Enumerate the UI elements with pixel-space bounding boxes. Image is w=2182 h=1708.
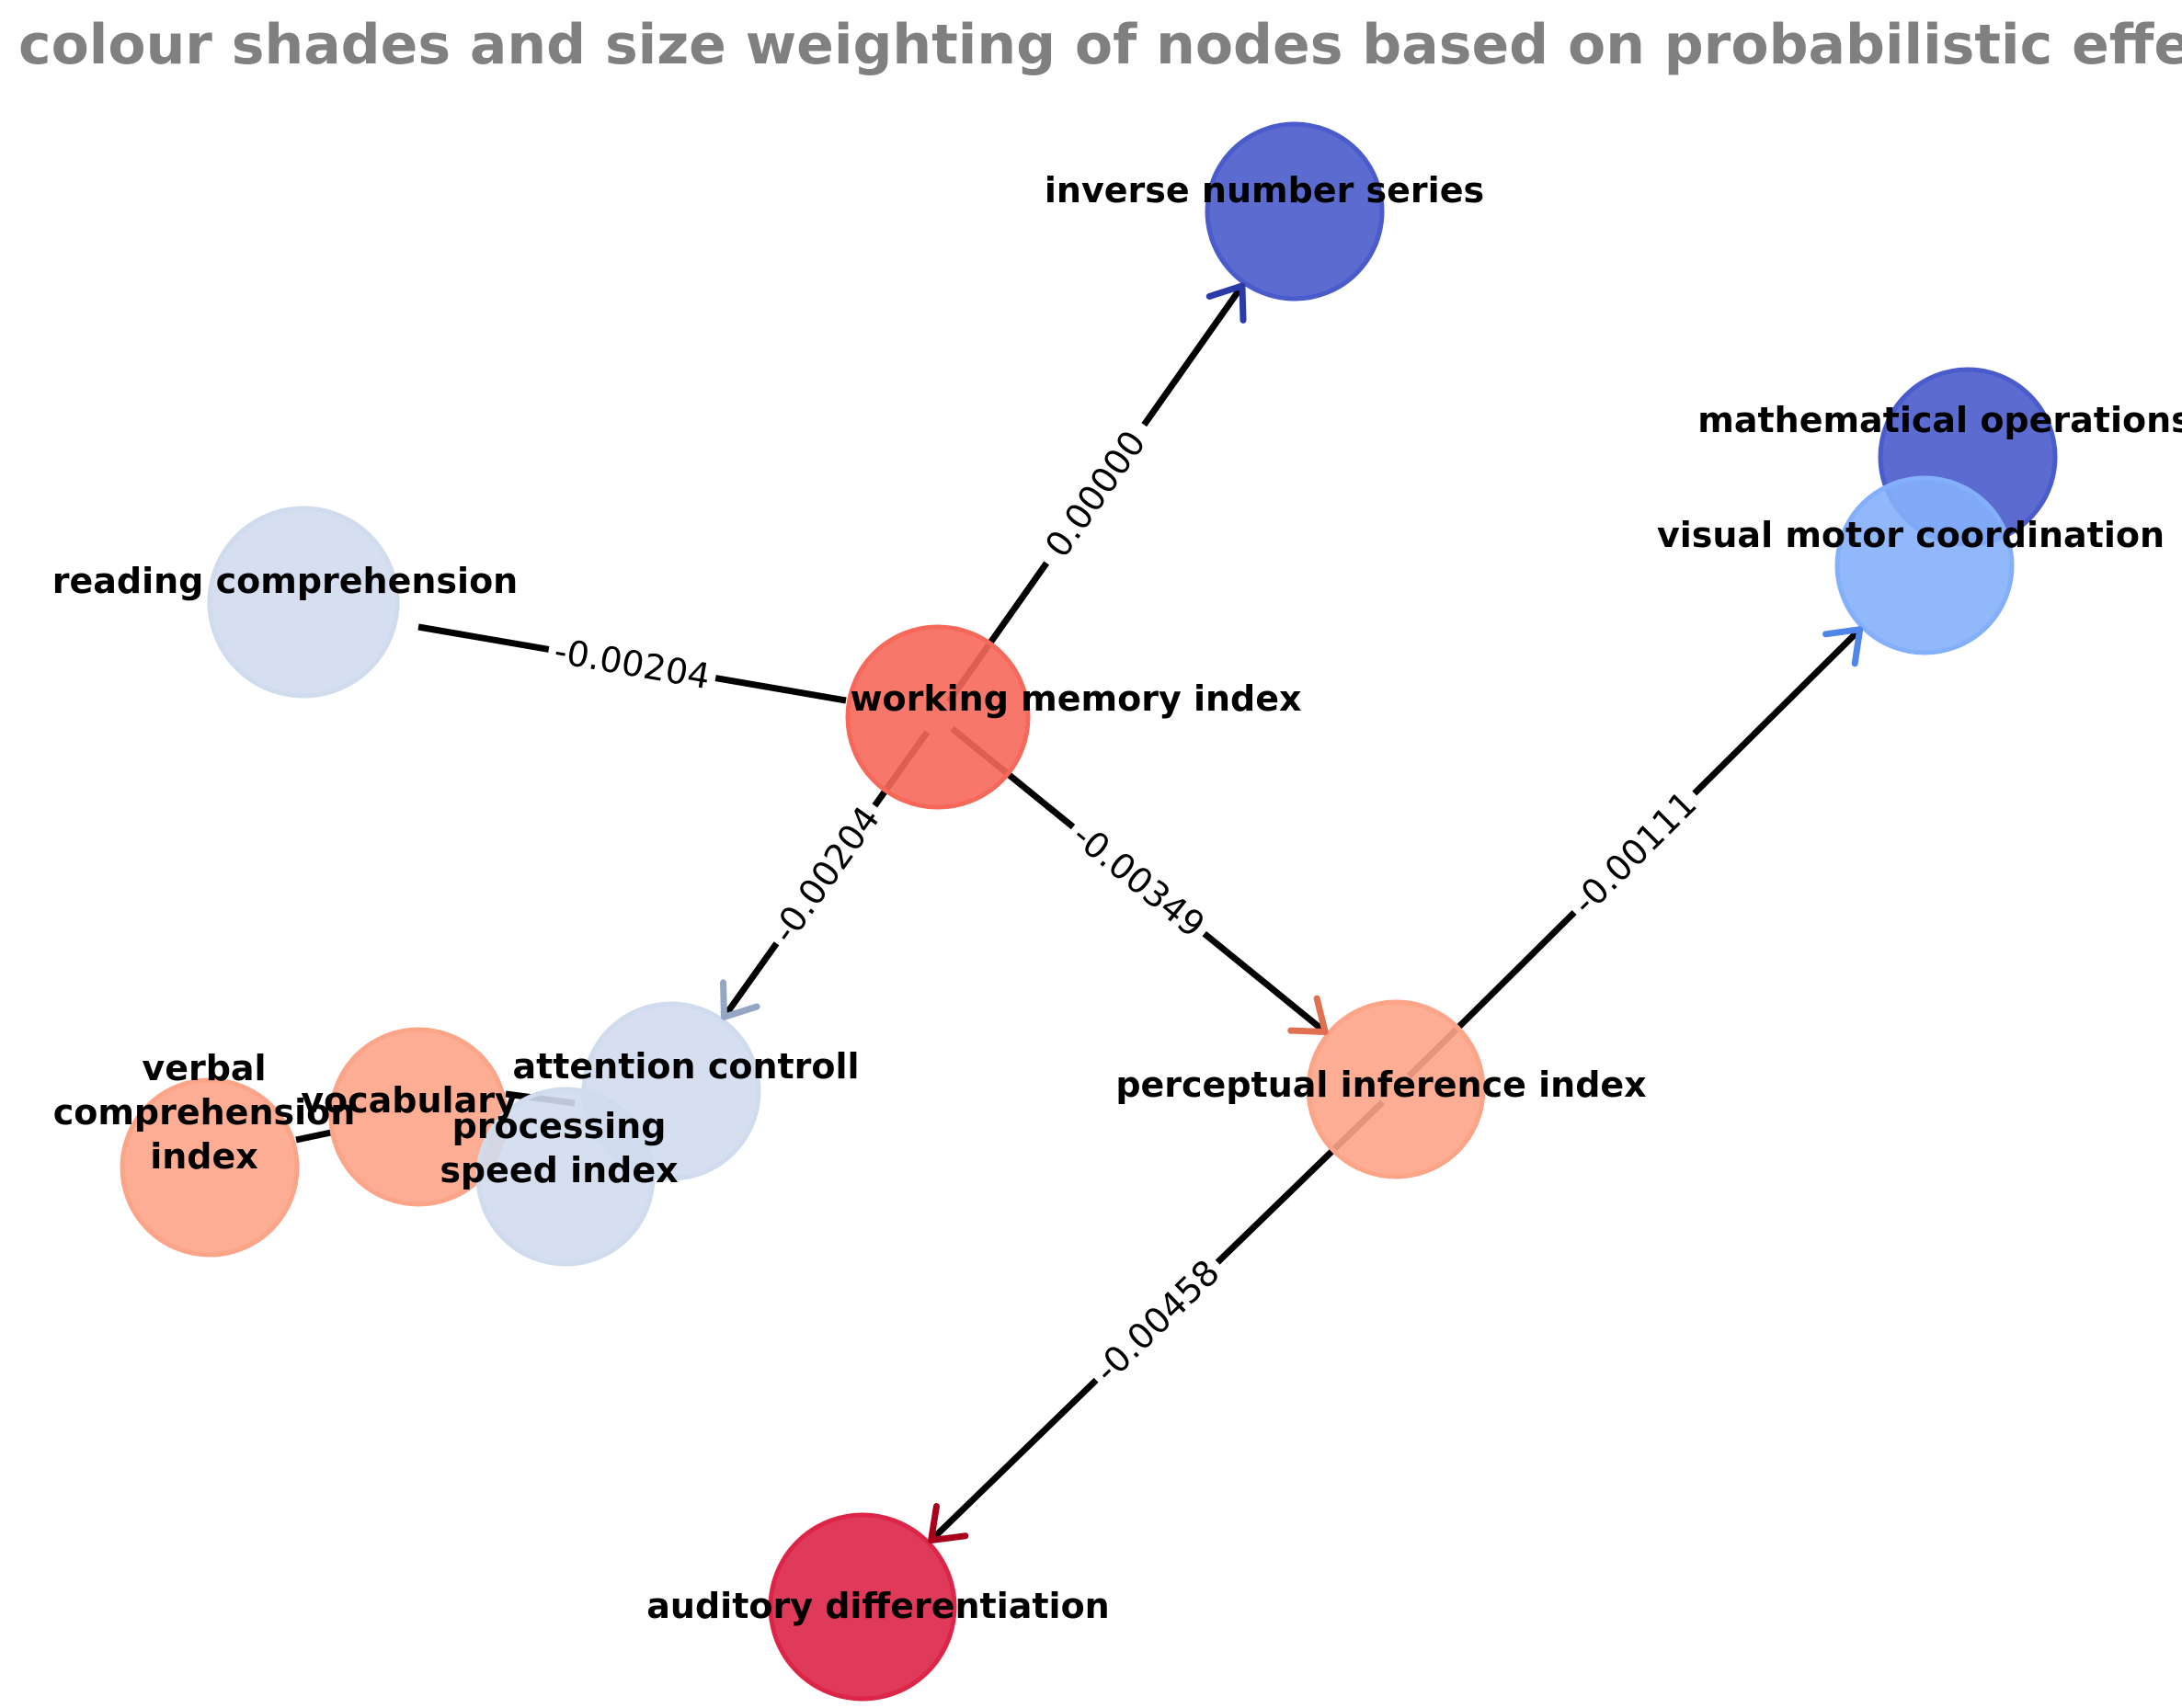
arrowhead-attention — [720, 979, 760, 1020]
node-label-auditory: auditory differentiation — [646, 1586, 1109, 1626]
labels-layer: inverse number series mathematical operat… — [52, 170, 2182, 1626]
node-label-line: working memory index — [850, 678, 1301, 719]
node-psi[interactable] — [475, 1087, 656, 1267]
edge-weight-text: -0.00349 — [1065, 815, 1212, 946]
node-visual[interactable] — [1834, 475, 2015, 655]
edge-weight-text: -0.00111 — [1564, 783, 1704, 923]
node-label-wmi: working memory index — [850, 678, 1301, 719]
node-reading[interactable] — [207, 506, 400, 699]
node-label-line: index — [150, 1136, 258, 1177]
edge-pii-to-auditory: -0.00458 — [929, 1099, 1386, 1543]
edge-weight-text: -0.00204 — [763, 799, 887, 951]
edge-weight-label: -0.00204 — [544, 625, 720, 702]
edges-layer: 0.00000 -0.00204 -0.00204 -0.00349 -0.00111 -… — [295, 283, 1863, 1543]
node-label-line: visual motor coordination — [1657, 515, 2165, 555]
nodes-layer — [120, 121, 2058, 1702]
node-inverse[interactable] — [1205, 121, 1385, 302]
node-label-line: perceptual inference index — [1115, 1065, 1646, 1105]
node-vci[interactable] — [120, 1077, 300, 1258]
arrowhead-auditory — [928, 1503, 969, 1544]
edge-weight-text: -0.00458 — [1087, 1252, 1228, 1391]
node-label-inverse: inverse number series — [1045, 170, 1484, 211]
edge-weight-label: -0.00349 — [1057, 808, 1220, 952]
arrowhead-inverse — [1205, 282, 1247, 324]
arrows-layer — [720, 282, 1864, 1544]
node-label-line: verbal — [142, 1048, 266, 1088]
arrowhead-pii — [1287, 995, 1329, 1036]
node-label-visual: visual motor coordination — [1657, 515, 2165, 555]
node-label-line: vocabulary — [301, 1080, 518, 1121]
arrowhead-visual — [1822, 626, 1864, 667]
edge-weight-label: -0.00111 — [1557, 776, 1712, 930]
node-label-line: auditory differentiation — [646, 1586, 1109, 1626]
node-label-pii: perceptual inference index — [1115, 1065, 1646, 1105]
edge-reading-to-wmi: -0.00204 — [417, 623, 847, 704]
edge-vci-to-vocab — [295, 1129, 332, 1144]
node-label-math: mathematical operations — [1697, 400, 2182, 440]
node-label-vocab: vocabulary — [301, 1080, 518, 1121]
node-label-line: processing — [452, 1106, 667, 1146]
node-label-line: attention controll — [512, 1046, 859, 1087]
node-label-line: comprehension — [53, 1092, 356, 1133]
node-label-reading: reading comprehension — [52, 561, 519, 601]
node-pii[interactable] — [1306, 999, 1486, 1179]
node-wmi[interactable] — [845, 624, 1031, 810]
node-label-line: reading comprehension — [52, 561, 519, 601]
edge-weight-text: 0.00000 — [1037, 423, 1154, 564]
edge-wmi-to-inverse: 0.00000 — [945, 283, 1245, 704]
node-label-attention: attention controll — [512, 1046, 859, 1087]
node-label-line: speed index — [440, 1150, 678, 1190]
diagram-title: colour shades and size weighting of node… — [18, 13, 2182, 77]
node-label-line: mathematical operations — [1697, 400, 2182, 440]
edge-weight-label: 0.00000 — [1026, 411, 1164, 577]
edge-weight-label: -0.00458 — [1080, 1245, 1235, 1397]
edge-weight-label: -0.00204 — [757, 791, 895, 958]
node-label-line: inverse number series — [1045, 170, 1484, 211]
edge-pii-to-visual: -0.00111 — [1406, 627, 1863, 1079]
node-auditory[interactable] — [768, 1512, 957, 1702]
